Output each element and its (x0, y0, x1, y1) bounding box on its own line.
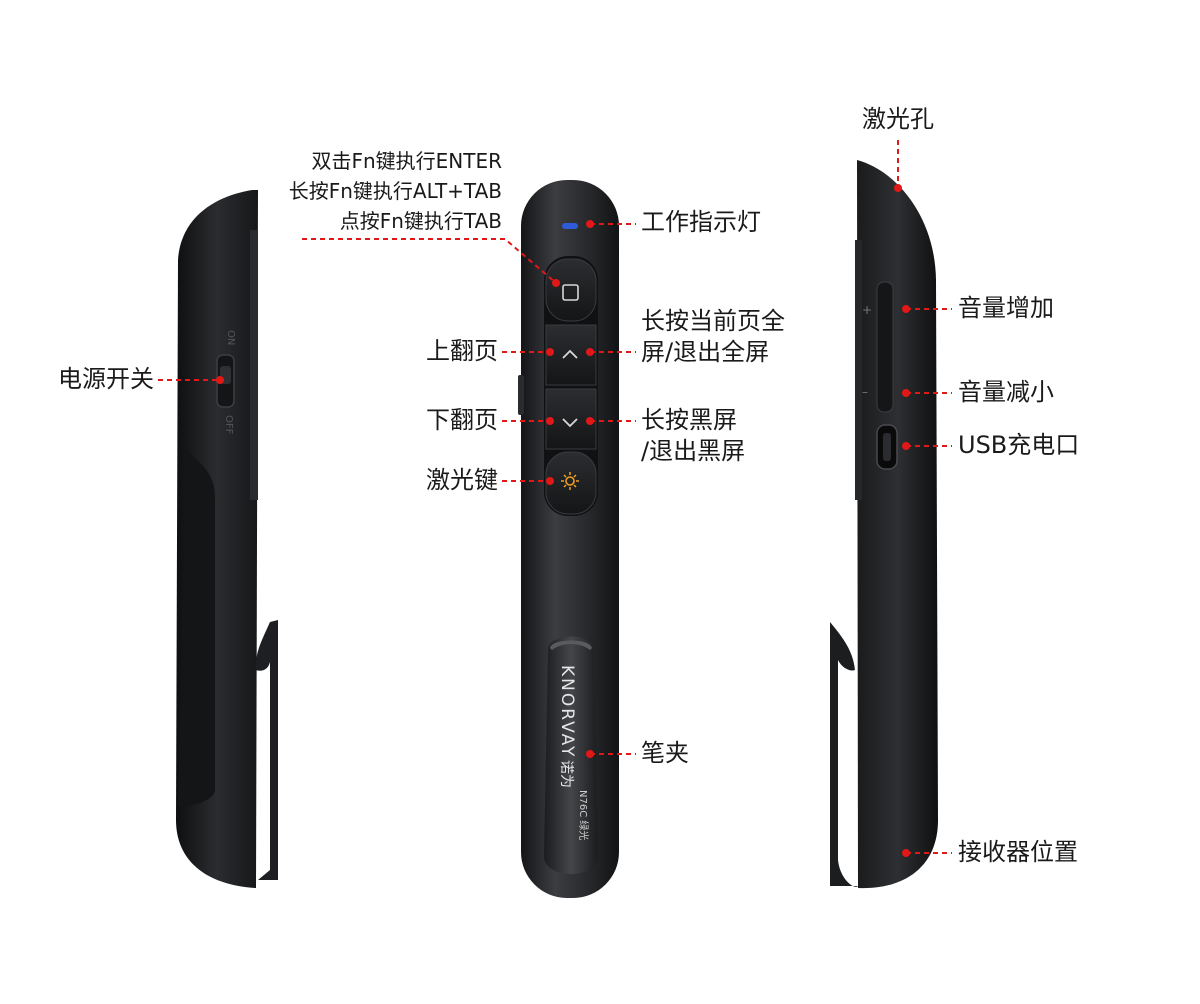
left-device-back-panel (178, 450, 215, 807)
front-device-side-rail (518, 375, 524, 415)
switch-off-text: OFF (223, 415, 234, 435)
callout-line-fn (302, 238, 557, 284)
usb-label: USB充电口 (958, 431, 1080, 459)
callout-dot-page-up-left (546, 348, 554, 356)
callout-dot-laser-key (546, 477, 554, 485)
work-indicator-led (562, 223, 578, 229)
fn-button-icon (562, 284, 579, 301)
fn-button[interactable] (545, 258, 597, 322)
receiver-label: 接收器位置 (958, 838, 1078, 866)
callout-dot-fn (552, 279, 560, 287)
page-up-hold-line-2: 屏/退出全屏 (641, 338, 770, 366)
callout-dot-indicator (586, 220, 594, 228)
volume-down-label: 音量减小 (958, 378, 1054, 406)
laser-hole-label: 激光孔 (862, 105, 934, 133)
clip-label: 笔夹 (641, 739, 689, 767)
laser-button[interactable] (545, 451, 597, 515)
callout-dot-page-up-right (586, 348, 594, 356)
right-device-edge (855, 240, 862, 500)
brand-text: KNORVAY (557, 665, 577, 758)
callout-dot-volume-down (902, 389, 910, 397)
callout-dot-page-down-right (586, 417, 594, 425)
page-up-hold-label: 长按当前页全 屏/退出全屏 (641, 306, 785, 368)
callout-dot-page-down-left (546, 417, 554, 425)
left-device-clip (255, 620, 278, 880)
model-text: N76C 绿光 (577, 790, 590, 840)
page-down-hold-label: 长按黑屏 /退出黑屏 (641, 405, 745, 467)
page-up-hold-line-1: 长按当前页全 (641, 307, 785, 335)
minus-mark: – (862, 385, 868, 399)
left-device-edge (250, 230, 258, 500)
callouts (158, 140, 952, 854)
callout-dot-volume-up (902, 305, 910, 313)
brand-cn-text: 诺为 (558, 760, 574, 788)
callout-dot-clip (586, 750, 594, 758)
page-down-label: 下翻页 (426, 406, 498, 434)
switch-on-text: ON (225, 330, 236, 345)
fn-label-long-press: 长按Fn键执行ALT+TAB (288, 179, 502, 203)
left-side-device: ON OFF (176, 190, 278, 888)
callout-dot-laser-hole (894, 184, 902, 192)
callout-dot-usb (902, 442, 910, 450)
right-side-device: + – (830, 160, 938, 889)
callout-dot-receiver (902, 849, 910, 857)
chevron-down-icon (562, 418, 578, 428)
plus-mark: + (862, 303, 872, 317)
pen-clip (544, 636, 598, 874)
front-device: KNORVAY 诺为 N76C 绿光 (518, 180, 619, 898)
front-device-button-panel (544, 256, 598, 516)
right-device-clip (830, 622, 858, 887)
right-device-body (857, 160, 938, 889)
page-up-label: 上翻页 (426, 337, 498, 365)
callout-dots (216, 184, 910, 857)
power-switch-label: 电源开关 (58, 365, 154, 393)
volume-up-label: 音量增加 (958, 294, 1054, 322)
callout-dot-power (216, 376, 224, 384)
page-down-hold-line-2: /退出黑屏 (641, 437, 746, 465)
laser-sun-icon (561, 472, 579, 490)
indicator-label: 工作指示灯 (641, 208, 761, 236)
fn-key-labels: 双击Fn键执行ENTER 长按Fn键执行ALT+TAB 点按Fn键执行TAB (240, 146, 502, 236)
chevron-up-icon (562, 349, 578, 359)
pen-clip-shade (550, 640, 592, 650)
fn-label-tap: 点按Fn键执行TAB (339, 209, 502, 233)
fn-label-double-click: 双击Fn键执行ENTER (311, 149, 502, 173)
volume-rocker[interactable] (876, 281, 894, 413)
laser-key-label: 激光键 (426, 466, 498, 494)
page-down-hold-line-1: 长按黑屏 (641, 406, 737, 434)
usb-port-inner (883, 433, 891, 461)
